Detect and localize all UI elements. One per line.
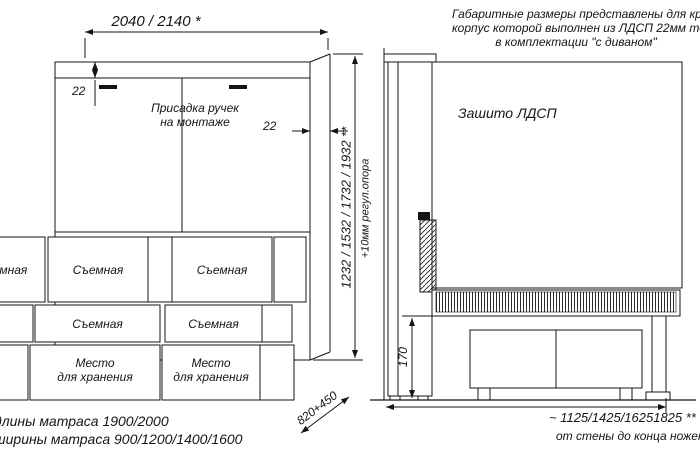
storage-label: Место для хранения <box>30 356 160 384</box>
mattress-length-footnote: длины матраса 1900/2000 <box>0 413 169 429</box>
storage-label-line2: для хранения <box>57 370 133 385</box>
height-note-label: +10мм регул.опора <box>359 158 372 259</box>
cushion-label: Съемная <box>72 317 123 331</box>
bed-leg <box>651 315 667 393</box>
handles-note-line2: на монтаже <box>160 115 230 130</box>
sheathed-panel-label: Зашито ЛДСП <box>458 105 557 121</box>
sofa-cushion-box <box>261 304 293 343</box>
top-thickness-label: 22 <box>72 84 86 98</box>
storage-label-line1: Место <box>75 356 115 370</box>
storage-box <box>259 344 295 401</box>
sofa-cushion-box <box>273 236 307 303</box>
storage-label-line2: для хранения <box>173 370 249 385</box>
handles-note: Присадка ручек на монтаже <box>136 101 254 129</box>
storage-box <box>161 344 261 401</box>
handle-mark-left <box>99 85 117 89</box>
disclaimer-line3: в комплектации "с диваном" <box>495 35 657 50</box>
sofa-foot <box>477 387 491 401</box>
cabinet-top-cap <box>383 53 437 63</box>
sofa-cushion-box <box>0 304 34 343</box>
storage-label-line1: Место <box>191 356 231 370</box>
cushion-label: Съемная <box>72 263 124 277</box>
front-view-linework <box>0 29 363 434</box>
bed-panel <box>431 61 683 289</box>
sofa-cushion-box <box>164 304 263 343</box>
length-note-label: от стены до конца ножек <box>556 429 700 443</box>
disclaimer-line2: корпус которой выполнен из ЛДСП 22мм тол… <box>452 21 700 36</box>
cushion-label: Съемная <box>188 317 239 331</box>
side-thickness-label: 22 <box>263 119 277 133</box>
cushion-label: Съемная <box>0 263 28 277</box>
storage-box <box>0 344 29 401</box>
sofa-foot <box>619 387 633 401</box>
handle-mark-right <box>229 85 247 89</box>
height-dimension-label: 1232 / 1532 / 1732 / 1932 ** <box>338 126 354 289</box>
cushion-label: Съемная <box>196 263 248 277</box>
mattress-width-footnote: ширины матраса 900/1200/1400/1600 <box>0 431 243 447</box>
side-view-linework <box>370 48 696 414</box>
length-dimension-label: ~ 1125/1425/16251825 ** <box>549 410 696 425</box>
disclaimer-line1: Габаритные размеры представлены для кров <box>452 7 700 21</box>
sofa-cushion-box <box>47 236 149 303</box>
sofa-cushion-box <box>0 236 46 303</box>
storage-label: Место для хранения <box>162 356 260 384</box>
side-panel-edge <box>309 351 331 361</box>
floor-clearance-label: 170 <box>395 347 410 368</box>
bed-slats <box>435 291 677 313</box>
handles-note-line1: Присадка ручек <box>151 101 239 115</box>
hinge-mark <box>418 212 430 220</box>
fold-mechanism <box>419 219 437 293</box>
side-panel-edge <box>309 53 331 63</box>
storage-box <box>29 344 161 401</box>
dimensions-disclaimer-note: Габаритные размеры представлены для кров… <box>452 7 700 49</box>
width-dimension-label: 2040 / 2140 * <box>111 13 201 30</box>
sofa-cushion-box <box>34 304 161 343</box>
dimension-line-depth <box>300 396 350 434</box>
sofa-cushion-box <box>171 236 273 303</box>
sofa-cushion-box <box>147 236 173 303</box>
